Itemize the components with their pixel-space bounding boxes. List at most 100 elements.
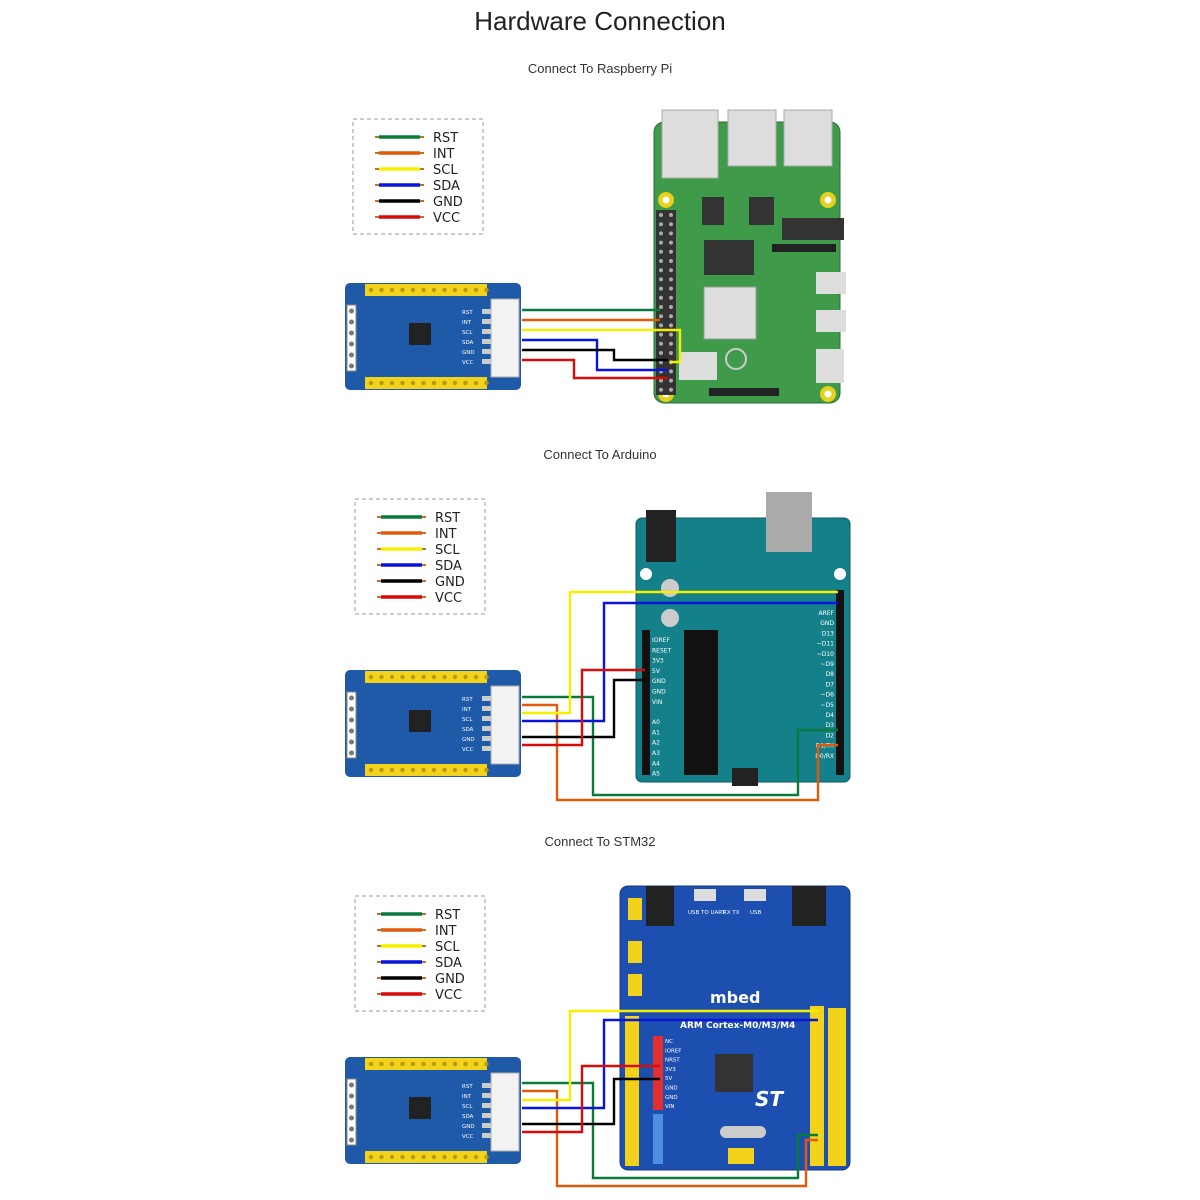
stm32-pcb [619, 885, 851, 1171]
connector-pin-label: SCL [462, 1104, 473, 1110]
gpio-pin [669, 295, 673, 300]
gpio-pin [669, 277, 673, 282]
connector-pin-label: GND [462, 737, 475, 743]
header-pin [389, 380, 395, 386]
connector-pin-label: RST [462, 697, 473, 703]
module-header-bottom [365, 764, 487, 776]
module-pcb [345, 283, 521, 390]
wire-gnd [522, 348, 668, 362]
connector-pin [482, 319, 492, 324]
module-side-header [346, 304, 357, 372]
header-pin [463, 767, 468, 773]
header-pin [473, 1154, 479, 1160]
arduino-pin-label: A3 [652, 750, 660, 757]
icsp-header-icon [732, 768, 758, 786]
arduino-pin-label: A5 [652, 771, 660, 778]
raspberry-logo-icon [725, 348, 747, 370]
header-pin [452, 767, 458, 773]
mount-hole-center [824, 196, 832, 204]
header-pin [442, 1061, 447, 1067]
gpio-pin [669, 286, 673, 291]
side-pin [349, 341, 354, 347]
connector-pin [482, 349, 492, 354]
mcu-chip-icon [715, 1054, 753, 1092]
header-pin [473, 1061, 479, 1067]
gpio-pin [659, 222, 663, 227]
legend-label-scl: SCL [435, 543, 460, 558]
module-side-header [346, 1078, 357, 1146]
side-pin [349, 330, 354, 336]
module-connector [490, 298, 520, 378]
side-pin [349, 1126, 354, 1132]
connector-pin [482, 359, 492, 364]
legend-label-sda: SDA [435, 559, 462, 574]
header-pin [400, 1061, 405, 1067]
jumper-icon [628, 974, 642, 996]
header-pin [473, 767, 479, 773]
st-logo: ST [755, 1087, 784, 1111]
stm32-silk-label: USB [750, 910, 762, 916]
side-pin [349, 352, 354, 358]
connector-pin-label: SCL [462, 717, 473, 723]
usb-c-icon [816, 349, 844, 383]
header-pin [379, 287, 384, 293]
sensor-chip-icon [409, 1097, 431, 1119]
connector-pin [482, 696, 492, 701]
wire-sda [522, 1018, 818, 1110]
wire-int [522, 703, 838, 802]
legend-label-gnd: GND [433, 195, 463, 210]
power-jack-icon [646, 510, 676, 562]
arduino-pin-label: A1 [652, 729, 660, 736]
gpio-pin [669, 332, 673, 337]
header-pin [473, 674, 479, 680]
stm32-pin-label: GND [665, 1095, 678, 1101]
side-pin [349, 1115, 354, 1121]
legend-label-rst: RST [435, 511, 460, 526]
header-pin [484, 380, 489, 386]
module-pcb [345, 1057, 521, 1164]
connector-pin-label: INT [462, 707, 472, 713]
mount-hole-center [662, 196, 670, 204]
header-pin [379, 1154, 384, 1160]
stm32-silk-label: USB TO UART [688, 910, 726, 916]
display-connector-icon [772, 244, 836, 252]
analog-header [642, 630, 650, 775]
side-pin [349, 728, 354, 734]
header-pin [379, 1061, 384, 1067]
gpio-pin [669, 341, 673, 346]
side-pin [349, 750, 354, 756]
left-header [625, 1016, 639, 1166]
legend-label-rst: RST [435, 908, 460, 923]
header-pin [389, 287, 395, 293]
mbed-logo: mbed [710, 988, 760, 1007]
header-pin [410, 287, 416, 293]
mount-hole-center [824, 390, 832, 398]
wire-sda [522, 338, 668, 372]
arduino-pin-label: D3 [826, 722, 835, 729]
connector-pin [482, 1103, 492, 1108]
arduino-pin-label: ~D5 [821, 702, 835, 709]
side-pin [349, 363, 354, 369]
arduino-pin-label: VIN [652, 699, 662, 706]
gpio-pin [669, 378, 673, 383]
right-header-outer [828, 1008, 846, 1166]
header-pin [442, 287, 447, 293]
usb-port-icon [727, 109, 777, 167]
connector-pin [482, 309, 492, 314]
module-connector [490, 1072, 520, 1152]
connector-pin-label: VCC [462, 360, 474, 366]
legend-label-rst: RST [433, 131, 458, 146]
connector-pin-label: RST [462, 1084, 473, 1090]
gpio-pin [659, 231, 663, 236]
arduino-pin-label: 3V3 [652, 658, 664, 665]
header-pin [421, 767, 426, 773]
stm32-pin-label: NRST [665, 1058, 680, 1064]
crystal-icon [720, 1126, 766, 1138]
header-pin [368, 674, 374, 680]
header-pin [421, 287, 426, 293]
wire-gnd [522, 678, 645, 739]
